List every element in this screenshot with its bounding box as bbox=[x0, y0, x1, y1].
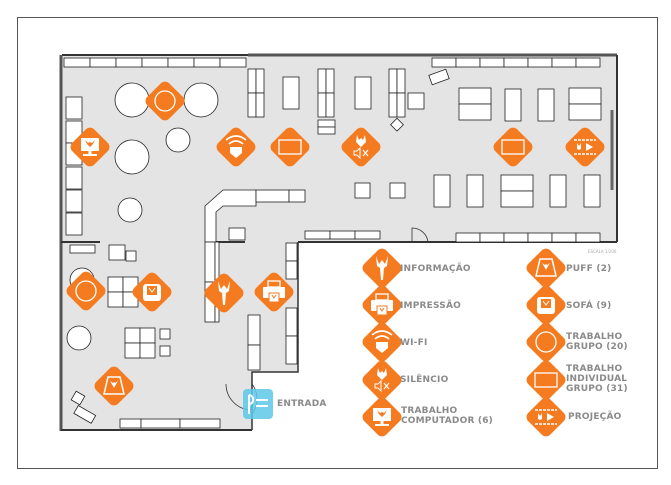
legend-label-print: IMPRESSÃO bbox=[400, 301, 461, 311]
entrance-logo-icon bbox=[243, 389, 273, 419]
legend-silence-icon bbox=[360, 358, 404, 402]
floor-area bbox=[62, 56, 617, 429]
door bbox=[411, 227, 429, 243]
entrance-label: ENTRADA bbox=[277, 399, 327, 409]
legend-label-individual-line2: INDIVIDUAL bbox=[566, 374, 628, 384]
legend-label-group-line2: GRUPO (20) bbox=[566, 342, 628, 352]
legend-label-silence: SILÊNCIO bbox=[400, 375, 449, 385]
legend-computer-icon bbox=[360, 395, 404, 439]
legend-label-sofa: SOFÁ (9) bbox=[566, 301, 612, 311]
legend-info-icon bbox=[360, 246, 404, 290]
legend-label-individual-line1: TRABALHO bbox=[566, 364, 623, 374]
legend-projection-icon bbox=[524, 395, 568, 439]
legend-wifi-icon bbox=[360, 320, 404, 364]
legend-label-individual-line3: GRUPO (31) bbox=[566, 384, 628, 394]
legend-label-computer-line1: TRABALHO bbox=[401, 406, 458, 416]
legend-sofa-icon bbox=[524, 283, 568, 327]
legend-group-icon bbox=[524, 320, 568, 364]
legend-print-icon bbox=[360, 283, 404, 327]
page-frame bbox=[17, 17, 658, 469]
legend-individual-icon bbox=[524, 358, 568, 402]
legend-label-group-line1: TRABALHO bbox=[566, 332, 623, 342]
furniture bbox=[63, 57, 602, 429]
legend-label-projection: PROJEÇÃO bbox=[568, 412, 622, 422]
legend-label-puff: PUFF (2) bbox=[566, 264, 612, 274]
scale-label: ESCALA 1/200 bbox=[588, 249, 617, 254]
legend-puff-icon bbox=[524, 246, 568, 290]
legend-label-info: INFORMAÇÃO bbox=[400, 264, 471, 274]
legend-label-wifi: WI-FI bbox=[400, 338, 428, 348]
legend-label-computer-line2: COMPUTADOR (6) bbox=[401, 416, 493, 426]
